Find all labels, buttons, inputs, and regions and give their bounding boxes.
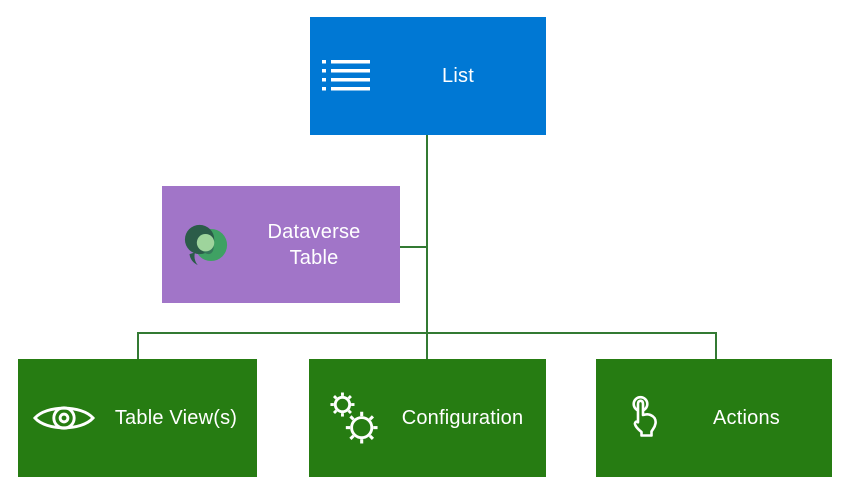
connector-list-to-junction bbox=[426, 135, 428, 359]
node-configuration: Configuration bbox=[309, 359, 546, 477]
dataverse-icon bbox=[184, 220, 228, 270]
node-actions: Actions bbox=[596, 359, 832, 477]
gears-icon bbox=[329, 390, 379, 446]
connector-dataverse-branch bbox=[400, 246, 426, 248]
node-actions-label: Actions bbox=[713, 407, 780, 429]
list-icon bbox=[322, 59, 370, 93]
node-dataverse-table-label-line1: Dataverse bbox=[267, 220, 361, 243]
node-dataverse-table-label-line2: Table bbox=[289, 246, 339, 269]
connector-horizontal-bus bbox=[137, 332, 717, 334]
connector-drop-actions bbox=[715, 332, 717, 359]
node-list-label: List bbox=[442, 65, 474, 87]
node-list: List bbox=[310, 17, 546, 135]
connector-drop-table-views bbox=[137, 332, 139, 359]
node-table-views: Table View(s) bbox=[18, 359, 257, 477]
node-configuration-label: Configuration bbox=[401, 407, 524, 429]
node-table-views-label: Table View(s) bbox=[114, 407, 238, 429]
touch-icon bbox=[627, 395, 661, 441]
node-dataverse-table: Dataverse Table bbox=[162, 186, 400, 303]
node-dataverse-table-label: Dataverse Table bbox=[228, 219, 400, 271]
eye-icon bbox=[33, 400, 95, 436]
